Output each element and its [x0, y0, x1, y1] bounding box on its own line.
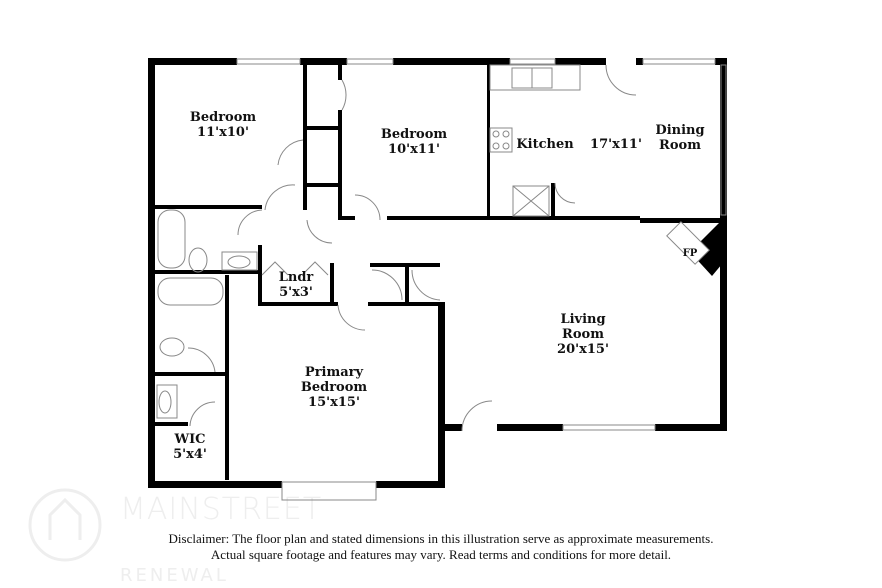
- door-swing: [371, 269, 403, 301]
- wall-bottom: [376, 481, 445, 488]
- wall-right: [720, 258, 727, 431]
- wall-top: [636, 58, 643, 65]
- room-size: 11'x10': [197, 125, 249, 140]
- disclaimer-line-1: Disclaimer: The floor plan and stated di…: [168, 531, 714, 546]
- door-swing: [264, 184, 296, 211]
- window: [642, 58, 716, 65]
- bathtub: [157, 277, 224, 306]
- fireplace: [666, 221, 710, 265]
- room-name: Living: [560, 312, 606, 327]
- wall-top: [555, 58, 606, 65]
- disclaimer-line-2: Actual square footage and features may v…: [210, 547, 672, 562]
- bifold-door: [261, 261, 329, 276]
- windows-and-fixtures: [156, 58, 727, 501]
- watermark-logo-subtext: RENEWAL: [120, 565, 229, 586]
- door-swing: [277, 139, 304, 166]
- wall-primary-right: [438, 305, 445, 488]
- walls: [148, 58, 727, 488]
- sink: [156, 384, 178, 419]
- toilet: [188, 247, 208, 273]
- bay-window: [281, 481, 377, 501]
- room-name: Dining: [655, 123, 705, 138]
- door-swing: [354, 194, 381, 221]
- room-label-kitchen: Kitchen: [516, 137, 574, 152]
- wall-right: [720, 58, 727, 222]
- room-size: 15'x15': [308, 395, 360, 410]
- sink: [221, 251, 258, 271]
- kitchen-counter: [489, 64, 581, 91]
- toilet: [159, 337, 185, 357]
- room-name: Lndr: [278, 270, 314, 285]
- room-size: 5'x4': [173, 447, 207, 462]
- room-size: 5'x3': [279, 285, 313, 300]
- room-name: Room: [562, 327, 604, 342]
- wall-top: [300, 58, 347, 65]
- door-swing: [306, 219, 333, 244]
- bathtub: [157, 209, 186, 269]
- window: [236, 58, 301, 65]
- wall-living-bottom: [655, 424, 727, 431]
- door-swing: [189, 401, 216, 427]
- door-swing: [411, 269, 441, 301]
- door-swing: [554, 182, 576, 204]
- window: [346, 58, 394, 65]
- room-name: Primary: [304, 365, 364, 380]
- room-size: 20'x15': [557, 342, 609, 357]
- door-swing: [337, 304, 366, 331]
- window: [720, 64, 727, 216]
- window: [562, 424, 656, 431]
- watermark-logo-icon: [28, 488, 102, 562]
- wall-left: [148, 58, 155, 488]
- window: [509, 58, 556, 65]
- disclaimer: Disclaimer: The floor plan and stated di…: [0, 531, 882, 563]
- watermark-logo-text: MAINSTREET: [120, 492, 323, 527]
- room-name: Bedroom: [189, 110, 257, 125]
- stove: [489, 127, 513, 153]
- wall-living-bottom: [445, 424, 462, 431]
- room-name: WIC: [174, 432, 206, 447]
- room-name: Room: [659, 138, 701, 153]
- room-size: 10'x11': [388, 142, 440, 157]
- door-swing: [237, 209, 263, 236]
- fireplace-label: FP: [682, 248, 698, 259]
- room-name: Bedroom: [380, 127, 448, 142]
- door-swing: [341, 79, 347, 111]
- door-swing: [187, 347, 216, 373]
- wall-top: [148, 58, 237, 65]
- wall-dining-bottom: [640, 218, 727, 223]
- door-swing: [605, 64, 637, 96]
- wall-top: [393, 58, 510, 65]
- room-size-kitchen-dining: 17'x11': [590, 137, 642, 152]
- wall-bottom: [148, 481, 282, 488]
- room-name: Bedroom: [300, 380, 368, 395]
- door-swing: [461, 400, 493, 432]
- wall-living-bottom: [497, 424, 563, 431]
- refrigerator: [512, 185, 550, 217]
